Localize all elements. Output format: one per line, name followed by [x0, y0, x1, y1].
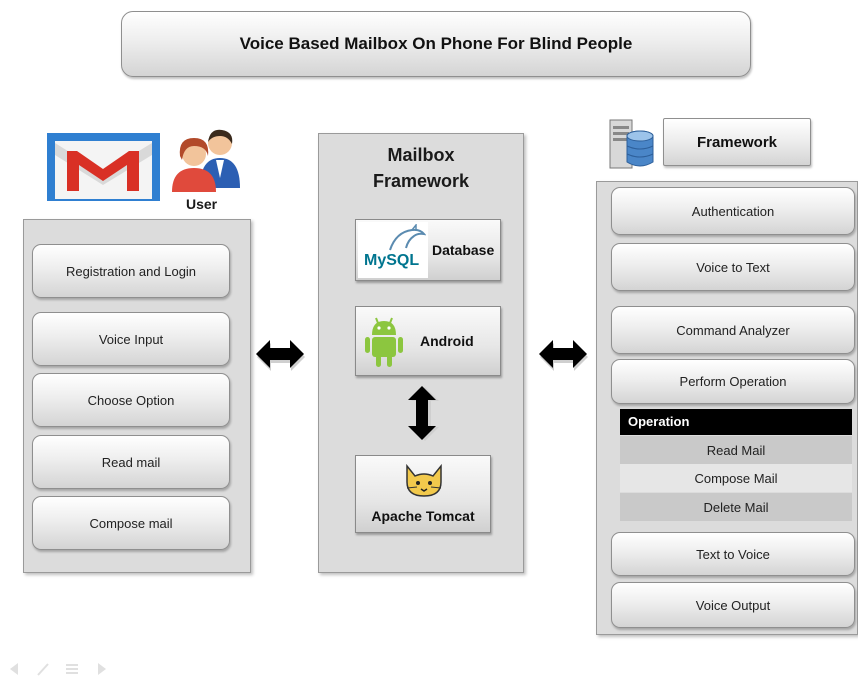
mailbox-framework-title: Mailbox Framework — [318, 142, 524, 194]
user-icon — [170, 126, 242, 192]
diagram-title-box: Voice Based Mailbox On Phone For Blind P… — [121, 11, 751, 77]
framework-item: Perform Operation — [611, 359, 855, 404]
user-item: Voice Input — [32, 312, 230, 366]
user-item: Choose Option — [32, 373, 230, 427]
android-box: Android — [355, 306, 501, 376]
double-arrow-right-icon — [537, 335, 589, 373]
diagram-title: Voice Based Mailbox On Phone For Blind P… — [239, 34, 633, 53]
double-arrow-vertical-icon — [403, 384, 441, 442]
mysql-logo-text: MySQL — [364, 252, 420, 269]
framework-item: Text to Voice — [611, 532, 855, 576]
double-arrow-left-icon — [254, 335, 306, 373]
framework-item: Command Analyzer — [611, 306, 855, 354]
gmail-icon — [47, 133, 160, 201]
user-item: Read mail — [32, 435, 230, 489]
tomcat-label: Apache Tomcat — [371, 508, 475, 524]
user-label: User — [186, 196, 218, 212]
operation-row: Read Mail — [620, 436, 852, 464]
user-item: Registration and Login — [32, 244, 230, 298]
dolphin-icon — [389, 224, 426, 251]
slide-controls — [8, 662, 118, 676]
user-item: Compose mail — [32, 496, 230, 550]
server-icon — [606, 114, 656, 172]
framework-header: Framework — [696, 133, 778, 151]
mysql-logo: MySQL — [358, 222, 428, 278]
android-label: Android — [420, 333, 474, 349]
android-icon — [365, 317, 403, 367]
framework-item: Authentication — [611, 187, 855, 235]
framework-item: Voice Output — [611, 582, 855, 628]
framework-item: Voice to Text — [611, 243, 855, 291]
tomcat-icon — [406, 463, 442, 497]
database-box: MySQL Database — [355, 219, 501, 281]
operation-row: Compose Mail — [620, 464, 852, 492]
mailbox-framework-title-line1: Mailbox — [387, 145, 455, 165]
operation-header: Operation — [620, 409, 852, 435]
framework-header-box: Framework — [663, 118, 811, 166]
mailbox-framework-title-line2: Framework — [372, 171, 470, 191]
tomcat-box: Apache Tomcat — [355, 455, 491, 533]
operation-row: Delete Mail — [620, 493, 852, 521]
database-label: Database — [432, 242, 495, 258]
operation-header-label: Operation — [628, 414, 690, 429]
